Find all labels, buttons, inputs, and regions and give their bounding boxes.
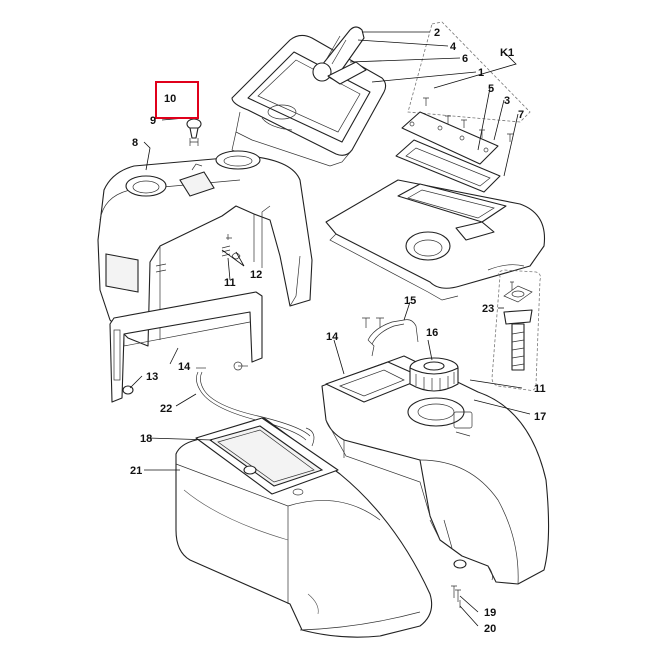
callout-22: 21 [130, 465, 142, 477]
callout-k1: K1 [500, 47, 514, 59]
handle-part [312, 26, 367, 85]
upper-top-cover [325, 179, 546, 301]
callout-3: 3 [504, 95, 510, 107]
k1-plate [401, 111, 499, 165]
rear-cover [97, 150, 313, 347]
callout-6: 6 [462, 53, 468, 65]
hose [196, 367, 315, 447]
callout-1: 1 [478, 67, 484, 79]
callout-15: 14 [326, 331, 339, 343]
callout-17: 16 [426, 327, 438, 339]
solution-tank [321, 355, 550, 585]
highlight-box [155, 81, 199, 119]
detail-24-outline [491, 269, 541, 391]
callout-23: 22 [160, 403, 172, 415]
callout-20: 19 [484, 607, 496, 619]
callout-2: 2 [434, 27, 440, 39]
callout-18: 17 [534, 411, 546, 423]
fasteners-20-21 [451, 559, 467, 608]
callout-9: 9 [150, 115, 156, 127]
callout-13: 13 [146, 371, 158, 383]
callout-24: 23 [482, 303, 494, 315]
callout-19: 18 [140, 433, 152, 445]
k1-kit-outline [407, 21, 531, 123]
callout-11-right: 11 [534, 383, 546, 395]
mounting-bracket [109, 291, 263, 403]
callout-7: 7 [518, 109, 524, 121]
callout-labels: 2 4 6 1 K1 5 3 7 10 9 8 12 11 14 13 22 1… [130, 27, 546, 635]
callout-16: 15 [404, 295, 416, 307]
callout-14: 14 [178, 361, 191, 373]
lid-frame [231, 34, 387, 167]
filler-cap [409, 357, 459, 392]
k1-screws [423, 97, 513, 142]
leader-lines [129, 31, 531, 627]
callout-8: 8 [132, 137, 138, 149]
callout-4: 4 [450, 41, 457, 53]
callout-12: 12 [250, 269, 262, 281]
callout-11-left: 11 [224, 277, 236, 289]
callout-5: 5 [488, 83, 494, 95]
knob-part [186, 118, 202, 146]
callout-21: 20 [484, 623, 496, 635]
k1-gasket [395, 139, 501, 193]
callout-10: 10 [164, 93, 176, 105]
screws-16 [362, 317, 384, 328]
cable-16 [367, 319, 419, 357]
screw-group-11-12 [155, 234, 241, 273]
grommet [122, 385, 134, 395]
recovery-tank [175, 417, 433, 638]
